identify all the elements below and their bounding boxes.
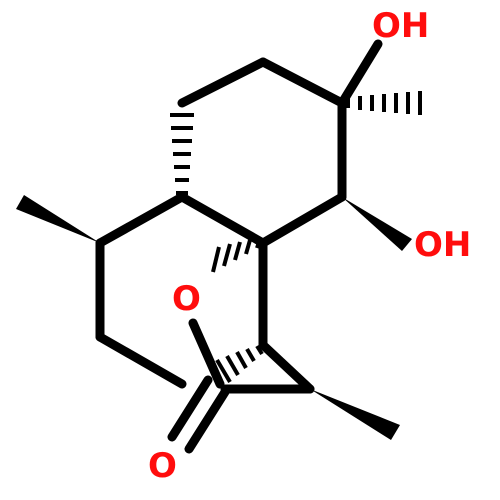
hash-c6-up xyxy=(170,113,194,195)
bond-o-c12 xyxy=(188,318,225,389)
bond-c4-c5 xyxy=(258,192,347,248)
hash-c3-methyl xyxy=(346,91,422,115)
bond-c10-c11 xyxy=(258,340,315,394)
wedge-methyl-bottom xyxy=(310,389,400,440)
bond-c8-c9 xyxy=(95,332,187,389)
hydroxyl-label-right: OH xyxy=(414,225,471,265)
bond-c2-c3 xyxy=(258,57,347,108)
ring-oxygen-label: O xyxy=(172,279,201,319)
hash-c5-oxygen xyxy=(211,238,262,273)
bond-c12-o-double-a xyxy=(167,375,213,442)
bond-c5-c6 xyxy=(177,192,268,248)
bonds xyxy=(95,57,347,454)
hash-c10-bridge xyxy=(215,344,264,384)
bond-c6-c7 xyxy=(95,192,187,248)
hydroxyl-bonds xyxy=(337,39,383,108)
atom-labels: OH OH O O xyxy=(148,6,471,486)
bond-c1-c2 xyxy=(177,57,268,108)
wedge-methyl-left xyxy=(16,195,100,243)
bond-c12-o-double-b xyxy=(184,387,230,454)
wedge-bonds xyxy=(16,195,412,440)
carbonyl-oxygen-label: O xyxy=(148,446,177,486)
hydroxyl-label-top: OH xyxy=(372,6,429,46)
bond-c3-oh xyxy=(337,39,383,108)
wedge-hydroxyl-right xyxy=(342,197,412,251)
hashed-bonds xyxy=(170,91,422,384)
